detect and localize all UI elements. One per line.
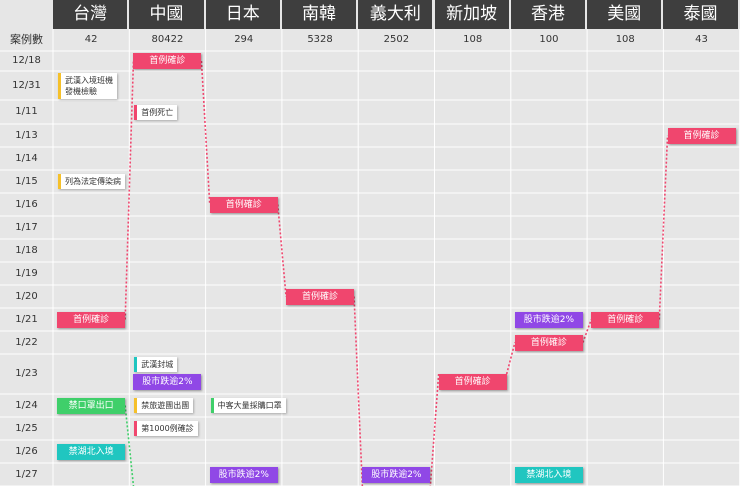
date-label: 1/17 bbox=[15, 222, 38, 233]
date-label: 1/14 bbox=[15, 153, 38, 164]
first-case-box: 首例確診 bbox=[591, 311, 660, 328]
note-text: 中客大量採購口罩 bbox=[217, 401, 282, 410]
stock-drop-box: 股市跌逾2% bbox=[133, 374, 202, 390]
country-header: 中國 bbox=[129, 0, 206, 29]
country-header: 泰國 bbox=[663, 0, 740, 29]
first-case-box: 首例確診 bbox=[286, 288, 355, 305]
date-label: 1/21 bbox=[15, 314, 38, 325]
connector-line bbox=[429, 373, 440, 486]
note-marker bbox=[58, 72, 61, 99]
event-note: 首例死亡 bbox=[134, 104, 178, 120]
date-label: 1/11 bbox=[15, 106, 38, 117]
note-text: 武漢封城 bbox=[141, 360, 174, 369]
note-text: 禁旅遊團出團 bbox=[141, 401, 190, 410]
event-note: 禁旅遊團出團 bbox=[134, 398, 194, 413]
stock-drop-box: 股市跌逾2% bbox=[362, 466, 431, 483]
date-label: 1/22 bbox=[15, 337, 38, 348]
policy-box: 禁湖北入境 bbox=[57, 443, 126, 460]
case-count: 42 bbox=[84, 34, 98, 45]
connector-line bbox=[124, 60, 135, 320]
date-label: 1/15 bbox=[15, 176, 38, 187]
connector-line bbox=[200, 60, 211, 205]
first-case-box: 首例確診 bbox=[57, 311, 126, 328]
first-case-box: 首例確診 bbox=[133, 53, 202, 69]
header-corner bbox=[0, 0, 53, 29]
note-marker bbox=[210, 398, 214, 413]
date-label: 12/18 bbox=[12, 55, 41, 66]
country-header: 新加坡 bbox=[434, 0, 511, 29]
note-text: 列為法定傳染病 bbox=[65, 177, 121, 186]
case-count: 294 bbox=[234, 34, 254, 45]
note-marker bbox=[134, 357, 138, 372]
country-header: 日本 bbox=[205, 0, 282, 29]
country-header: 義大利 bbox=[358, 0, 435, 29]
cases-row-label: 案例數 bbox=[10, 33, 43, 46]
stock-drop-box: 股市跌逾2% bbox=[209, 466, 278, 483]
date-label: 1/26 bbox=[15, 446, 38, 457]
connector-line bbox=[353, 296, 364, 486]
policy-box: 禁口罩出口 bbox=[57, 397, 126, 414]
stock-drop-box: 股市跌逾2% bbox=[514, 311, 583, 328]
event-note: 第1000例確診 bbox=[134, 421, 198, 436]
event-note: 武漢入境班機 發機檢驗 bbox=[58, 72, 117, 99]
country-header: 台灣 bbox=[53, 0, 130, 29]
first-case-box: 首例確診 bbox=[438, 374, 507, 390]
connector-line bbox=[582, 319, 593, 343]
date-label: 1/25 bbox=[15, 423, 38, 434]
date-label: 1/23 bbox=[15, 368, 38, 379]
note-marker bbox=[134, 104, 138, 120]
connector-line bbox=[658, 135, 669, 320]
note-text: 武漢入境班機 發機檢驗 bbox=[65, 75, 113, 96]
country-header: 南韓 bbox=[281, 0, 359, 29]
connector-line bbox=[276, 204, 287, 297]
country-header: 美國 bbox=[587, 0, 664, 29]
note-text: 首例死亡 bbox=[141, 107, 174, 117]
policy-box: 禁湖北入境 bbox=[514, 466, 583, 483]
first-case-box: 首例確診 bbox=[209, 196, 278, 213]
note-text: 第1000例確診 bbox=[141, 424, 194, 433]
case-count: 100 bbox=[539, 34, 559, 45]
note-marker bbox=[134, 398, 138, 413]
event-note: 列為法定傳染病 bbox=[58, 174, 125, 189]
case-count: 5328 bbox=[307, 34, 333, 45]
first-case-box: 首例確診 bbox=[514, 334, 583, 351]
case-count: 108 bbox=[615, 34, 635, 45]
first-case-box: 首例確診 bbox=[667, 127, 736, 144]
connector-line bbox=[505, 342, 516, 375]
date-label: 1/16 bbox=[15, 199, 38, 210]
case-count: 2502 bbox=[383, 34, 410, 45]
date-label: 1/27 bbox=[15, 469, 38, 480]
date-label: 12/31 bbox=[12, 80, 41, 91]
note-marker bbox=[134, 421, 138, 436]
country-header: 香港 bbox=[510, 0, 588, 29]
event-note: 武漢封城 bbox=[134, 357, 178, 372]
event-note: 中客大量採購口罩 bbox=[210, 398, 286, 413]
date-label: 1/13 bbox=[15, 130, 38, 141]
note-marker bbox=[58, 174, 61, 189]
date-label: 1/18 bbox=[15, 245, 38, 256]
connector-line bbox=[124, 405, 135, 486]
date-label: 1/20 bbox=[15, 291, 38, 302]
case-count: 80422 bbox=[151, 34, 184, 45]
date-label: 1/24 bbox=[15, 400, 38, 411]
case-count: 43 bbox=[695, 34, 708, 45]
date-label: 1/19 bbox=[15, 268, 38, 279]
case-count: 108 bbox=[463, 34, 483, 45]
